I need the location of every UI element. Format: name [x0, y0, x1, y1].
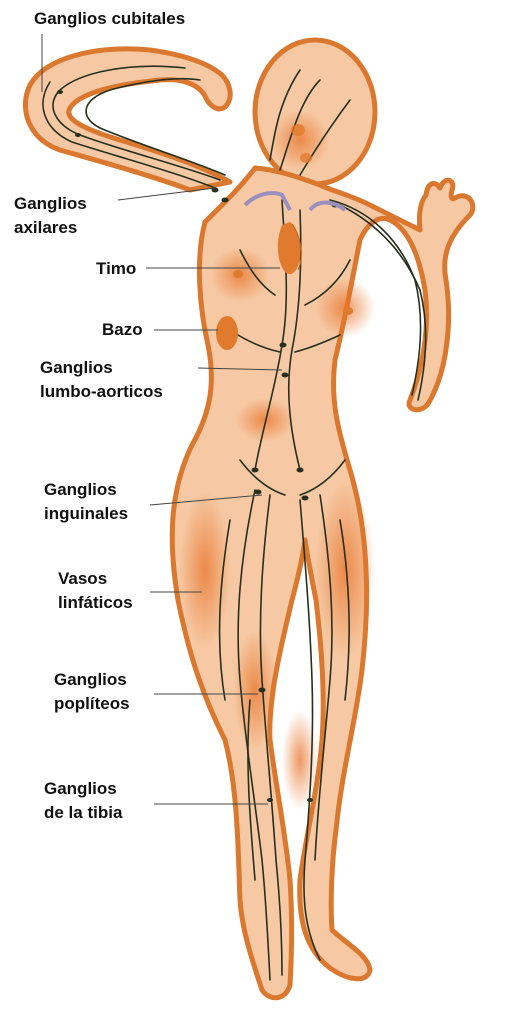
label-ganglios-popliteos: Ganglios poplíteos: [54, 670, 130, 713]
label-vasos-linfaticos: Vasos linfáticos: [58, 569, 133, 612]
label-bazo: Bazo: [102, 320, 143, 339]
thymus: [277, 222, 301, 275]
label-ganglios-lumbo-aorticos: Ganglios lumbo-aorticos: [40, 358, 163, 401]
face-glands: [291, 124, 305, 136]
leader-lines: [41, 34, 283, 805]
glow-regions: [179, 110, 375, 810]
spleen: [216, 316, 238, 350]
label-ganglios-tibia: Ganglios de la tibia: [44, 779, 123, 822]
organs: [216, 124, 353, 350]
subclavian-vessels: [243, 191, 347, 212]
label-ganglios-cubitales: Ganglios cubitales: [34, 9, 186, 28]
label-ganglios-inguinales: Ganglios inguinales: [44, 480, 129, 523]
label-timo: Timo: [96, 259, 137, 278]
label-ganglios-axilares: Ganglios axilares: [14, 194, 87, 237]
